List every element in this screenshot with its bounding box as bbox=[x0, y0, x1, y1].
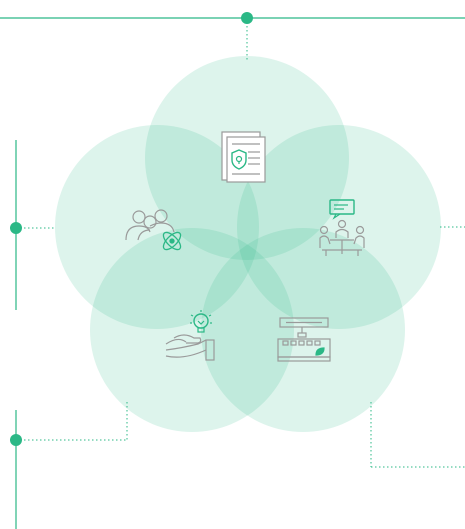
circle-bottom-right bbox=[201, 228, 405, 432]
connector-dots bbox=[10, 12, 253, 446]
circle-bottom-left bbox=[90, 228, 294, 432]
venn-circles bbox=[55, 56, 441, 432]
team-atom-icon bbox=[125, 209, 182, 251]
connector-lines bbox=[0, 17, 465, 529]
top-connector-dot bbox=[241, 12, 253, 24]
document-shield-icon bbox=[221, 131, 266, 183]
circle-left bbox=[55, 125, 259, 329]
circle-right bbox=[237, 125, 441, 329]
left-connector-dot bbox=[10, 222, 22, 234]
lab-equipment-icon bbox=[277, 317, 331, 362]
hand-lightbulb-icon bbox=[165, 310, 215, 361]
bottom-left-connector-dot bbox=[10, 434, 22, 446]
meeting-chat-icon bbox=[319, 199, 365, 256]
